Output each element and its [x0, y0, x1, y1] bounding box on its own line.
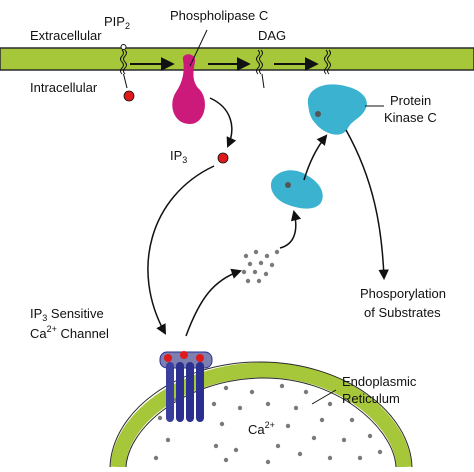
calcium-ion — [165, 437, 171, 443]
label-kinase-c: Kinase C — [384, 110, 437, 125]
calcium-ion — [211, 401, 217, 407]
calcium-ion — [275, 443, 281, 449]
arrow-kinase-activation — [303, 134, 328, 181]
label-extracellular: Extracellular — [30, 28, 102, 43]
calcium-ion — [367, 433, 373, 439]
calcium-ion — [233, 447, 239, 453]
calcium-ion — [357, 455, 363, 461]
ip3-molecule-membrane — [123, 90, 135, 102]
calcium-ion — [327, 455, 333, 461]
label-phospholipase-c: Phospholipase C — [170, 8, 268, 23]
calcium-ion — [377, 449, 383, 455]
label-intracellular: Intracellular — [30, 80, 98, 95]
arrow-ip3-to-channel — [147, 165, 215, 335]
calcium-ion — [293, 405, 299, 411]
inactive-kinase-dot — [285, 182, 291, 188]
calcium-ion — [237, 405, 243, 411]
calcium-ion — [297, 451, 303, 457]
label-ca-channel: Ca2+ Channel — [30, 324, 109, 341]
er-leader — [311, 389, 337, 405]
dag-lipid — [256, 49, 265, 89]
calcium-ion — [311, 435, 317, 441]
label-pip2: PIP2 — [104, 14, 130, 31]
ip3-sensitive-channel — [159, 351, 213, 422]
calcium-ion — [153, 455, 159, 461]
phospholipase-leader — [189, 29, 208, 67]
label-er-calcium: Ca2+ — [248, 420, 275, 437]
released-calcium — [241, 249, 280, 284]
label-protein: Protein — [390, 93, 431, 108]
calcium-ion — [223, 385, 229, 391]
calcium-ion — [213, 443, 219, 449]
label-ip3-sensitive: IP3 Sensitive — [30, 306, 104, 323]
kinase-dot — [315, 111, 321, 117]
er-outer-edge — [109, 361, 413, 468]
calcium-ion — [265, 401, 271, 407]
calcium-ion — [303, 389, 309, 395]
calcium-ion — [319, 417, 325, 423]
arrow-kinase-to-substrates — [345, 129, 389, 281]
calcium-ion — [265, 459, 271, 465]
lipid-3 — [324, 49, 331, 75]
label-phosporylation: Phosporylation — [360, 286, 446, 301]
arrow-channel-to-calcium — [185, 268, 242, 337]
calcium-ion — [327, 401, 333, 407]
er-inner-edge — [125, 377, 397, 468]
pip2-lipid — [120, 44, 128, 89]
label-dag: DAG — [258, 28, 286, 43]
protein-kinase-c — [307, 84, 367, 135]
calcium-ion — [223, 457, 229, 463]
arrow-calcium-to-kinase — [279, 209, 302, 249]
label-ip3: IP3 — [170, 148, 187, 165]
calcium-ion — [249, 389, 255, 395]
label-reticulum: Reticulum — [342, 391, 400, 406]
arrow-plc-to-ip3 — [209, 97, 237, 148]
calcium-ion — [285, 423, 291, 429]
label-endoplasmic: Endoplasmic — [342, 374, 417, 389]
protein-kinase-c-inactive — [270, 170, 323, 209]
phospholipase-c — [172, 54, 205, 124]
calcium-ion — [349, 417, 355, 423]
calcium-ion — [341, 437, 347, 443]
calcium-ion — [157, 415, 163, 421]
plasma-membrane — [0, 47, 474, 71]
calcium-ion — [279, 383, 285, 389]
ip3-molecule — [217, 152, 229, 164]
label-of-substrates: of Substrates — [364, 305, 441, 320]
calcium-ion — [219, 421, 225, 427]
